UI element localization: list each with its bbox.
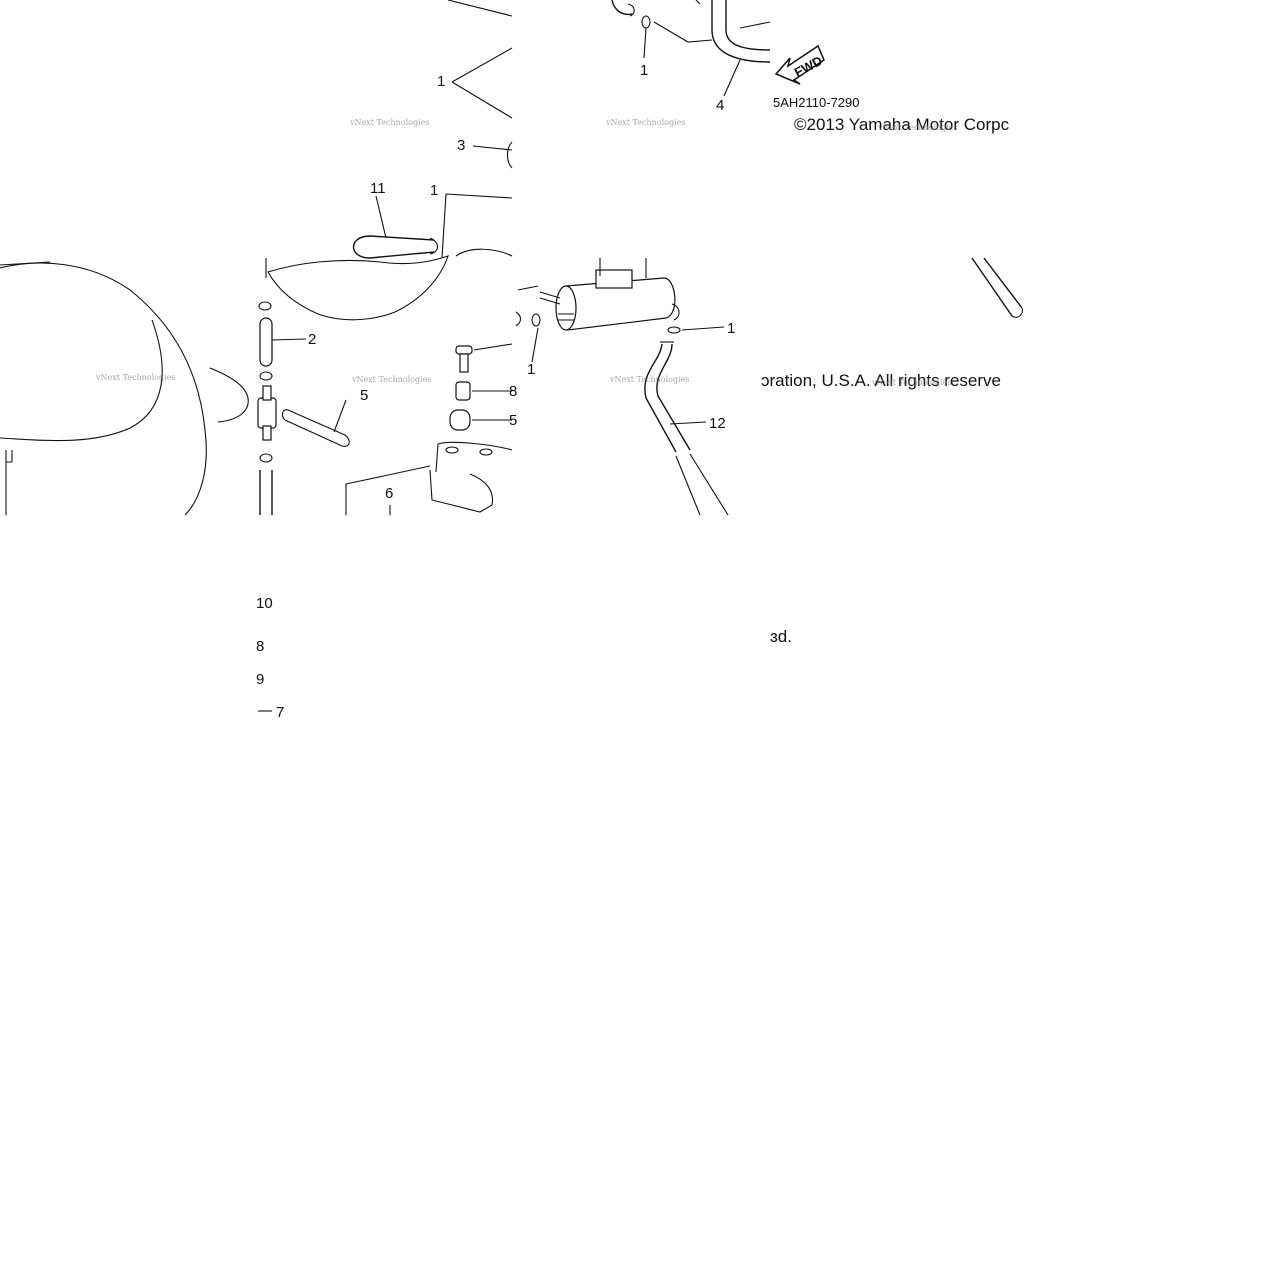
hose-diagonal (971, 257, 1023, 317)
callout: 3 (457, 137, 465, 154)
callout: 4 (716, 97, 724, 114)
hose-lower (259, 470, 273, 515)
leader-line (669, 421, 707, 425)
watermark: vNext Technologies (605, 118, 685, 127)
hose-2 (259, 317, 273, 367)
bracket-arms (599, 258, 647, 278)
collar-8 (455, 381, 471, 401)
canister-pipe (671, 303, 680, 321)
leader-line (739, 21, 771, 29)
callout: 1 (640, 62, 648, 79)
watermark: vNext Technologies (609, 375, 689, 384)
canister-pipe (539, 291, 561, 305)
watermark: vNext Technologies (871, 378, 951, 387)
leader-line (345, 484, 391, 515)
bracket-hole (445, 446, 459, 454)
tank-outline (0, 262, 207, 516)
canister-body (565, 277, 676, 331)
leader-line (472, 145, 513, 151)
tank-bolt (5, 450, 13, 515)
watermark: vNext Technologies (351, 375, 431, 384)
callout: 12 (709, 415, 726, 432)
part-code: 5AH2110-7290 (773, 95, 860, 110)
callout: 1 (430, 182, 438, 199)
clamp-shape (506, 141, 513, 169)
callout: 7 (276, 704, 284, 721)
watermark: vNext Technologies (877, 123, 957, 132)
fwd-label: FWD (792, 53, 825, 80)
leader-line (531, 327, 539, 363)
strap-5 (281, 409, 350, 447)
clamp (531, 313, 541, 327)
canister-pipe (558, 313, 574, 321)
grommet-9 (449, 409, 471, 431)
callout: 6 (385, 485, 393, 502)
leader-line (441, 193, 513, 259)
callout: 5 (360, 387, 368, 404)
leader-line (653, 21, 713, 43)
fwd-arrow: FWD (774, 44, 825, 85)
callout: 9 (256, 671, 264, 688)
bolt-head (455, 345, 473, 355)
clamp (515, 311, 522, 327)
callout: 8 (256, 638, 264, 655)
callout: 1 (727, 320, 735, 337)
fuel-filter (257, 397, 277, 429)
canister-end (555, 285, 577, 331)
left-tile: vNext Technologies vNext Technologies vN… (0, 0, 517, 516)
watermark: vNext Technologies (349, 118, 429, 127)
hose-fragment (695, 0, 701, 5)
leader-line (517, 285, 539, 291)
copyright-line-2: ɔration, U.S.A. All rights reserve (761, 371, 1001, 390)
leader-line (473, 343, 513, 351)
leader-line (333, 399, 347, 433)
leader-line (375, 195, 387, 239)
callout: 1 (437, 73, 445, 90)
clamp (259, 371, 273, 381)
right-tile: FWD 5AH2110-7290 ©2013 Yamaha Motor Corp… (515, 0, 1023, 516)
bolt-shank (459, 353, 469, 373)
tank-inner-line (0, 319, 163, 442)
canister-bracket (595, 269, 633, 289)
fuel-filter-nozzle (262, 385, 272, 401)
hose-12 (644, 343, 691, 453)
tank-cap (209, 367, 249, 423)
bracket-hole (479, 448, 493, 456)
leader-line (451, 47, 513, 119)
fuel-filter-nozzle (262, 425, 272, 441)
hose-12-lower (675, 453, 729, 516)
bracket-plate (267, 255, 449, 321)
clamp (667, 326, 681, 334)
callout: 10 (256, 595, 273, 612)
callout: 5 (509, 412, 517, 429)
hose-end (627, 3, 635, 17)
leader-line (345, 465, 431, 485)
leader-line (271, 338, 307, 341)
copyright-line-3: ɜd. (770, 627, 792, 646)
hose-top (611, 0, 633, 16)
callout: 11 (370, 180, 386, 197)
bracket-6 (429, 441, 513, 513)
bracket-edge (455, 248, 513, 257)
leader-line (723, 59, 741, 97)
callout: 2 (308, 331, 316, 348)
hose-end (429, 237, 439, 255)
leader-line (681, 326, 725, 331)
tank-outline (0, 261, 51, 266)
watermark: vNext Technologies (95, 373, 175, 382)
hose-11 (353, 235, 435, 259)
leader-line (643, 27, 647, 59)
lower-fragments: 10 8 9 7 ɜd. (256, 595, 792, 721)
copyright-line-1: ©2013 Yamaha Motor Corpc (794, 115, 1010, 134)
callout: 8 (509, 383, 517, 400)
hose-4 (711, 0, 771, 63)
clamp (259, 453, 273, 463)
hose-end (1011, 307, 1023, 318)
clamp (641, 15, 651, 29)
callout: 1 (527, 361, 535, 378)
clamp (258, 301, 272, 311)
leader-line (447, 0, 513, 17)
